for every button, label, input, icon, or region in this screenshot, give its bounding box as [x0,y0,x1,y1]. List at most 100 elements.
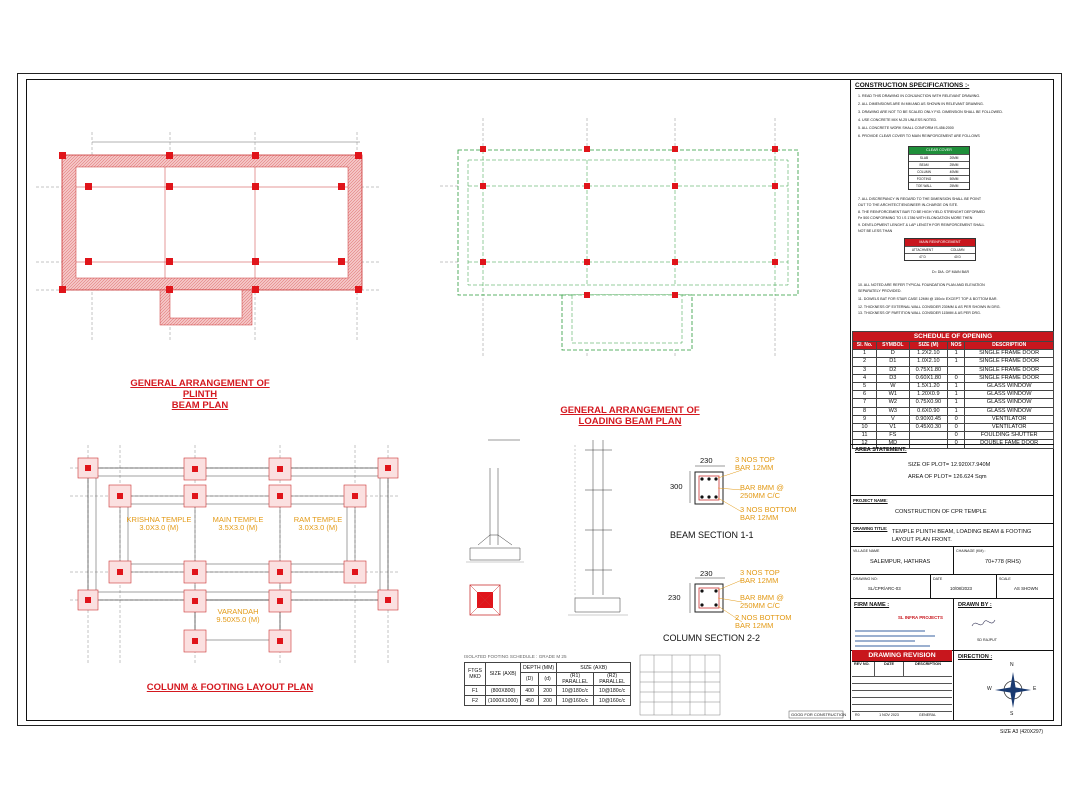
drawing-revision-title: DRAWING REVISION [852,650,952,661]
drawn-by: SD RAJPUT [977,638,997,642]
cell: GENERAL [918,713,937,717]
spec-line: 9. DEVELOPMENT LENGHT & LAP LENGTH FOR R… [858,223,985,227]
table-row: F1 (800X800) 400 200 10@180c/c 10@180c/c [464,685,632,696]
divider [850,546,1054,547]
cell: COLUMN [950,248,965,252]
cell: W3 [876,406,910,416]
room-size: 3.5X3.0 (M) [218,523,258,532]
column-section-2-2 [694,579,743,623]
cell: 20MM [949,156,959,160]
column-depth-dim: 230 [668,593,681,602]
spec-line: 3. DRAWING ARE NOT TO BE SCALED ONLY FIG… [858,110,1003,114]
plinth-beam-plan [36,132,380,340]
cell: 200 [538,695,558,706]
drawing-title-line: LAYOUT PLAN FRONT. [892,537,952,543]
table-row [852,705,952,712]
table-row: ATTACHMENT COLUMN [905,246,975,253]
col-header: (R1) PARALLEL [556,672,595,686]
note-line: 3 NOS TOP [735,455,775,464]
spec-line: SEPARATELY PROVIDED. [858,289,902,293]
drawing-area [36,118,844,719]
drawn-by-label: DRAWN BY : [958,602,992,608]
cell: R0 [855,713,860,717]
drawing-title-line: TEMPLE PLINTH BEAM, LOADING BEAM & FOOTI… [892,529,1032,535]
construction-stamp-box [788,710,844,719]
col-header: SIZE (M) [908,340,949,351]
divider [850,523,1054,524]
plot-area: AREA OF PLOT= 126.624 Sqm [908,474,987,480]
sheet-inner-border [26,79,1054,721]
cell: D3 [876,373,910,384]
col-header: REV NO. [852,662,875,676]
loading-columns [480,146,778,298]
firm-name: SL INFRA PROJECTS [898,615,943,620]
beam-stirrup-note: BAR 8MM @ 250MM C/C [740,484,800,500]
clear-cover-title: CLEAR COVER [909,147,969,154]
divider [953,598,954,650]
column-stirrup-note: BAR 8MM @ 250MM C/C [740,594,800,610]
cell: 1 [947,382,966,392]
note-line: 2 NOS BOTTOM [735,613,792,622]
footing-pads [77,457,399,653]
cell: SINGLE FRAME DOOR [964,357,1054,367]
spec-line: 4. USE CONCRETE MIX M-25 UNLESS NOTED. [858,118,938,122]
address-line [855,640,915,642]
cell: (1000X1000) [485,695,521,706]
table-row [852,698,952,705]
spec-line: 10. ALL NOTED ARE REFER TYPICAL FOUNDATI… [858,283,985,287]
spec-line: 6. PROVIDE CLEAR COVER TO MAIN REINFORCE… [858,134,980,138]
col-header: DESCRIPTION [915,662,941,666]
cell: 10@180c/c [593,685,632,696]
date: 10/08/2023 [950,586,972,591]
cell: 4 [851,373,878,384]
divider [850,574,1054,575]
note-line: 3 NOS TOP [740,568,780,577]
firm-label: FIRM NAME : [854,602,890,608]
beam-width-dim: 230 [700,456,713,465]
drawing-no: SL/CPR/ARC-03 [868,586,901,591]
room-label-varandah: VARANDAH 9.50X5.0 (M) [203,608,273,624]
table-row: F2 (1000X1000) 450 200 10@160c/c 10@160c… [464,695,632,706]
cell: 10@160c/c [556,695,595,706]
cell: ATTACHMENT [911,248,934,252]
construction-stamp: GOOD FOR CONSTRUCTION [791,712,847,717]
cell: 0 [947,423,966,433]
project-name: CONSTRUCTION OF CPR TEMPLE [895,509,987,515]
footing-layout-plan [70,445,400,665]
chainage-label: CHAINAGE (KM) : [956,549,986,553]
divider [850,650,1054,651]
main-reinf-title: MAIN REINFORCEMENT [905,239,975,246]
title-line: COLUNM & FOOTING LAYOUT PLAN [146,682,314,693]
table-row: R0 1 NOV 2023 GENERAL [852,712,952,719]
note-line: BAR 12MM [740,513,779,522]
cell: 10@160c/c [593,695,632,706]
cell: 1 [947,390,966,400]
cell: 2 [851,357,878,367]
column-width-dim: 230 [700,569,713,578]
title-line: LOADING BEAM PLAN [578,416,682,427]
address-line [855,635,935,637]
col-header: FTGS MKD [464,662,486,686]
table-row [852,677,952,684]
column-bottom-bar-note: 2 NOS BOTTOM BAR 12MM [735,614,805,630]
spec-line: 13. THICKNESS OF PARTITION WALL CONSIDER… [858,311,981,315]
compass-south: S [1010,711,1014,717]
room-name: KRISHNA TEMPLE [126,515,192,524]
spec-line: 11. DOWELS BAT FOR STAIR CASE 12MM @ 150… [858,297,998,301]
drawing-title-label: DRAWING TITLE: [853,526,888,531]
title-line: GENERAL ARRANGEMENT OF PLINTH [130,378,270,400]
cell: 1.5X1.20 [908,382,949,392]
note-line: BAR 12MM [735,463,774,472]
note-line: BAR 8MM @ [740,593,784,602]
cell: TOE WALL [916,184,932,188]
col-header: NOS [947,340,966,351]
